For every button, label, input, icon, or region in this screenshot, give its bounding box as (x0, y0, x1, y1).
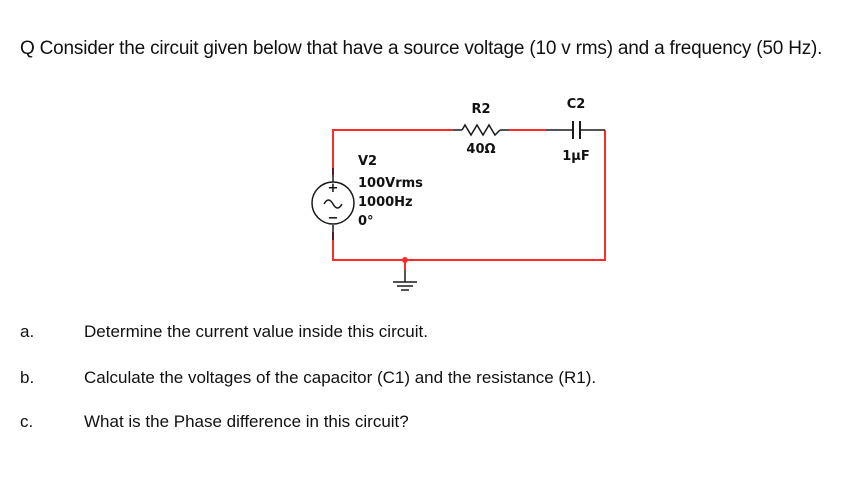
source-voltage: 100Vrms (358, 176, 423, 191)
junction-node (402, 257, 408, 263)
capacitor-name: C2 (567, 97, 586, 112)
source-minus: − (328, 211, 339, 226)
resistor-value: 40Ω (466, 142, 495, 157)
wires (332, 129, 606, 270)
question-title: Q Consider the circuit given below that … (20, 38, 823, 59)
wire-left-top (332, 129, 453, 175)
part-letter: c. (20, 412, 34, 431)
capacitor-icon (572, 121, 581, 139)
source-plus: + (328, 181, 339, 196)
part-text: What is the Phase difference in this cir… (84, 412, 409, 431)
resistor-icon (461, 123, 501, 137)
capacitor-value: 1µF (562, 149, 590, 164)
source-name: V2 (358, 154, 377, 169)
part-letter: a. (20, 322, 35, 341)
part-text: Determine the current value inside this … (84, 322, 428, 341)
ac-source-icon: + − (311, 181, 355, 226)
source-phase: 0° (358, 214, 374, 229)
part-text: Calculate the voltages of the capacitor … (84, 368, 597, 387)
wire-right (332, 130, 606, 261)
resistor-name: R2 (471, 102, 490, 117)
ground-icon (393, 270, 417, 291)
part-letter: b. (20, 368, 35, 387)
source-frequency: 1000Hz (358, 195, 413, 210)
